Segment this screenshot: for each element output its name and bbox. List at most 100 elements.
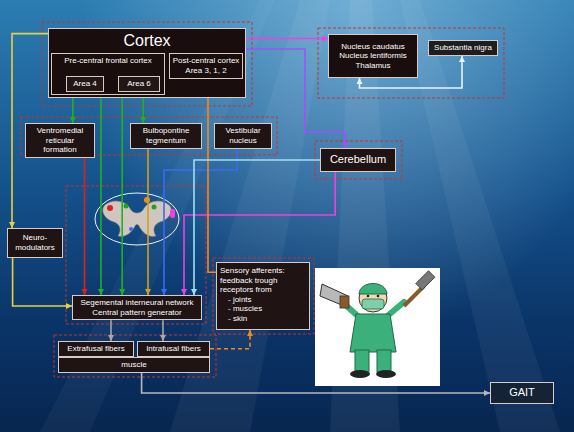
- connector: [205, 79, 216, 272]
- connector-line: [210, 330, 250, 349]
- connector: [108, 320, 114, 341]
- arrowhead: [357, 78, 363, 84]
- tract-dot: [144, 197, 150, 203]
- sensory-box: Sensory afferents: feedback trough recep…: [216, 262, 310, 330]
- tract-dot: [124, 204, 129, 209]
- area-box: Area 4: [66, 76, 104, 92]
- nuclei-box: Substantia nigra: [428, 40, 498, 56]
- grey-matter: [103, 201, 172, 236]
- fiber-box: Intrafusal fibers: [137, 341, 210, 357]
- eye: [367, 295, 370, 298]
- brainstem-box: Ventromedial reticular formation: [25, 123, 95, 158]
- muscle-box: muscle: [58, 357, 210, 373]
- dashed-group: [213, 258, 314, 334]
- node-label: muscle: [61, 360, 207, 370]
- node-label: Intrafusal fibers: [140, 344, 207, 354]
- node-label: Bulbopontine tegmentum: [133, 126, 199, 145]
- node-label: Area 6: [121, 79, 157, 89]
- node-label: Extrafusal fibers: [61, 344, 131, 354]
- connector-line: [208, 79, 216, 272]
- dashed-group: [318, 28, 504, 98]
- connector: [210, 330, 253, 349]
- nuclei-box: Nucleus caudatusNucleus lentiformisThala…: [328, 34, 418, 78]
- tract-dot: [107, 205, 113, 211]
- connector: [119, 92, 125, 295]
- node-label: Cortex: [51, 31, 243, 51]
- head: [359, 284, 387, 312]
- node-text: - muscles: [220, 304, 306, 314]
- connector-line: [147, 149, 149, 295]
- connector: [160, 320, 166, 341]
- connector: [98, 92, 104, 295]
- shoe: [376, 370, 396, 378]
- connector-line: [142, 373, 490, 393]
- node-label: GAIT: [493, 386, 551, 399]
- connector-line: [121, 92, 123, 295]
- network-box: Segemental interneural networkCentral pa…: [72, 295, 202, 320]
- connector: [145, 149, 151, 295]
- connector: [181, 172, 335, 295]
- leg: [355, 350, 369, 372]
- modulator-box: Neuro-modulators: [7, 228, 63, 258]
- connector-line: [246, 38, 328, 40]
- node-label: Post-central cortex: [172, 56, 240, 66]
- tract-dot: [129, 227, 133, 231]
- arrowhead: [459, 56, 465, 62]
- connector: [142, 373, 490, 396]
- eye: [377, 295, 380, 298]
- picture-frame: [315, 268, 440, 386]
- light-rays: [40, 0, 560, 432]
- node-label: Sensory afferents: feedback trough recep…: [220, 266, 306, 295]
- leg: [377, 350, 391, 372]
- connector-line: [100, 92, 102, 295]
- scrubs: [350, 314, 396, 352]
- connector: [246, 36, 328, 42]
- spinal-cord-section: [95, 193, 179, 245]
- tract-dot: [152, 205, 157, 210]
- saw-handle: [340, 296, 349, 308]
- connector: [13, 258, 72, 309]
- connector-line: [13, 258, 72, 306]
- shoe: [350, 370, 370, 378]
- node-label: Vestibular nucleus: [217, 126, 269, 145]
- connector: [82, 158, 88, 295]
- area-box: Area 6: [118, 76, 160, 92]
- dashed-group: [66, 186, 206, 324]
- node-text: - skin: [220, 314, 306, 324]
- mask: [362, 299, 384, 309]
- dashed-group: [42, 22, 252, 106]
- node-text: Area 3, 1, 2: [172, 66, 240, 76]
- node-text: Central pattern generator: [75, 308, 199, 318]
- node-label: Segemental interneural network: [75, 298, 199, 308]
- brainstem-box: Bulbopontine tegmentum: [130, 123, 202, 149]
- tract-dot: [170, 209, 175, 218]
- cerebellum-box: Cerebellum: [320, 148, 396, 172]
- node-text: - joints: [220, 295, 306, 305]
- fiber-box: Extrafusal fibers: [58, 341, 134, 357]
- dashed-group: [315, 141, 402, 179]
- connector-line: [84, 158, 86, 295]
- node-label: Cerebellum: [323, 153, 393, 166]
- node-label: Area 4: [69, 79, 101, 89]
- node-label: Nucleus caudatus: [331, 42, 415, 52]
- region-box: Post-central cortexArea 3, 1, 2: [169, 53, 243, 79]
- node-label: Ventromedial reticular formation: [28, 126, 92, 155]
- node-label: Neuro-modulators: [10, 233, 60, 252]
- node-label: Pre-central frontal cortex: [54, 56, 162, 66]
- hammer-head: [416, 271, 435, 290]
- node-text: Thalamus: [331, 61, 415, 71]
- node-text: Nucleus lentiformis: [331, 51, 415, 61]
- doctor-cartoon: [315, 268, 440, 386]
- cortex-box: CortexPre-central frontal cortexArea 4 Ar…: [48, 28, 246, 98]
- brainstem-box: Vestibular nucleus: [214, 123, 272, 149]
- dashed-group: [54, 335, 216, 377]
- cap: [359, 284, 387, 295]
- connector-line: [184, 172, 335, 295]
- region-box: Pre-central frontal cortexArea 4 Area 6: [51, 53, 165, 95]
- node-label: Substantia nigra: [431, 43, 495, 53]
- light-ray: [40, 0, 275, 432]
- output-box: GAIT: [490, 382, 554, 404]
- arrowhead: [247, 330, 253, 336]
